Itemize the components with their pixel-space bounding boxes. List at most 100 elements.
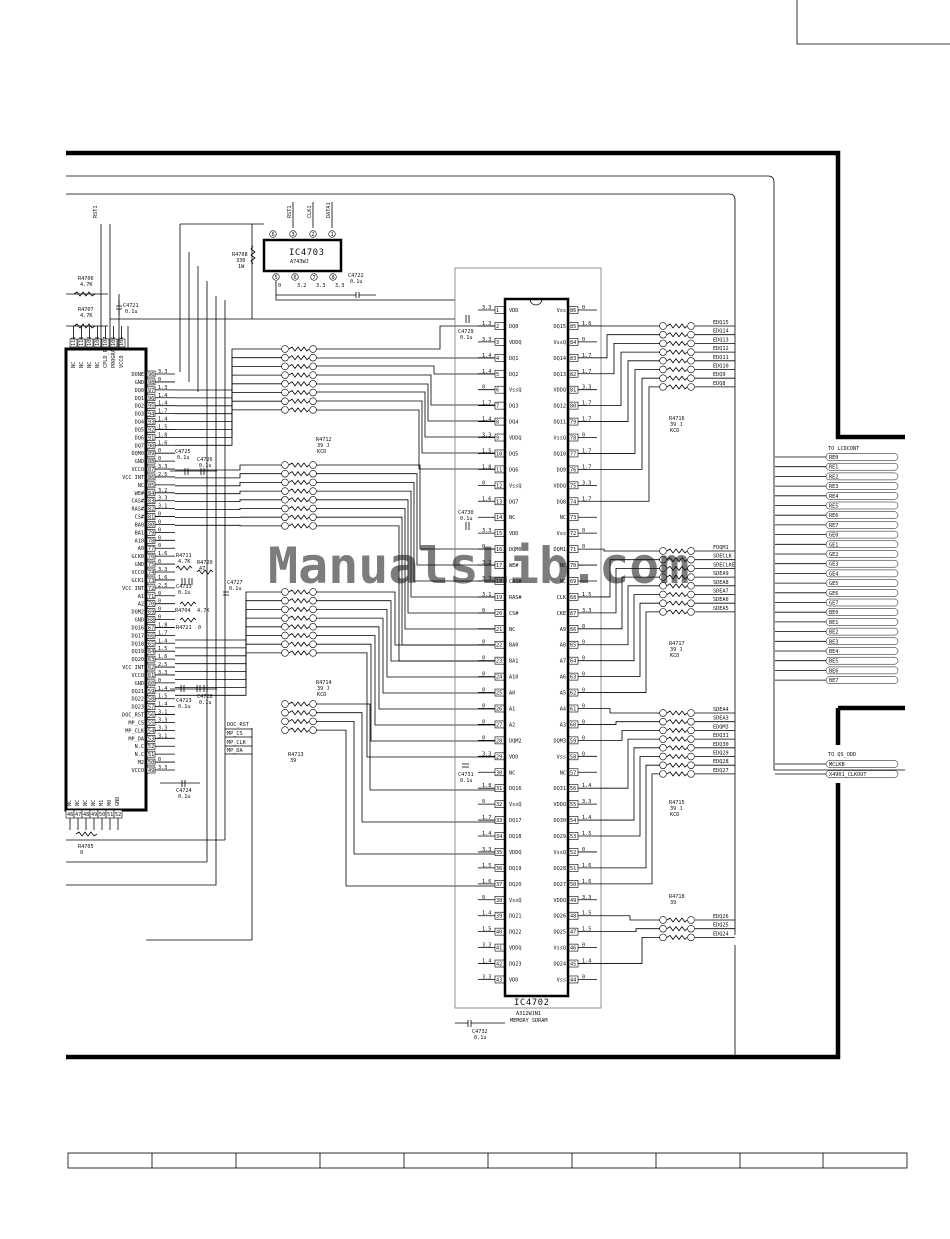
right-component-labels: R4716 39 J KCD R4717 39 J KCD R4715 39 J… xyxy=(669,416,685,906)
lcd-signal-pin xyxy=(825,530,899,539)
rpack-pin xyxy=(281,406,289,414)
sdram-right-pin-num: 73 xyxy=(570,515,576,521)
cpld-top-pin-num: 108 xyxy=(95,337,101,346)
rpack-pin xyxy=(687,726,695,735)
sdram-left-pin-num: 30 xyxy=(496,770,502,776)
sdram-left-pin-name: DQ2 xyxy=(509,372,518,378)
sdram-right-pin-name: DQ26 xyxy=(554,914,567,920)
cpld-pin-name: DQ20 xyxy=(132,657,145,663)
rpack-pin xyxy=(659,322,667,330)
lcd-signal-pin xyxy=(825,453,899,461)
sdram-left-pin-name: VDD xyxy=(509,308,518,314)
rpack-pin xyxy=(659,709,667,717)
sdram-left-pin-name: NC xyxy=(509,515,515,521)
sdram-right-pin-num: 53 xyxy=(570,834,576,840)
sdram-left-pin-voltage: 0 xyxy=(482,895,485,901)
lcd-signal-pin xyxy=(825,569,899,578)
cpld-pin-num: 69 xyxy=(148,610,154,616)
lcd-signal-pin xyxy=(825,647,899,655)
lcd-signal-label: RE5 xyxy=(829,504,838,510)
sdram-right-pin-num: 55 xyxy=(570,802,576,808)
r4716-type: KCD xyxy=(670,428,679,434)
rpack-pin xyxy=(309,700,317,708)
rpack-pin xyxy=(309,496,317,504)
sdram-right-pin-voltage: 0 xyxy=(582,943,585,949)
cpld-pin-name: DQ21 xyxy=(132,689,145,695)
rpack-pin xyxy=(281,487,289,495)
r4712-value: 39 J xyxy=(317,443,330,449)
sdram-left-pin-name: RAS# xyxy=(509,595,522,601)
cpld-bottom-pin-name: GND xyxy=(115,797,121,806)
rpack-pin xyxy=(281,461,289,469)
sdram-right-pin-num: 65 xyxy=(570,643,576,649)
sdram-right-pin-voltage: 1.5 xyxy=(582,831,591,837)
lcd-signal-pin xyxy=(825,637,899,646)
rpack-pin xyxy=(309,522,317,530)
sdram-right-pin-name: DQ31 xyxy=(554,786,567,792)
sdram-right-pin-name: DQ29 xyxy=(554,834,567,840)
ic4703-bottom-pin-num: 6 xyxy=(294,275,297,281)
sdram-left-pin-num: 9 xyxy=(496,436,499,442)
sdram-left-pin-voltage: 3.3 xyxy=(482,433,491,439)
rpack-pin xyxy=(309,388,317,397)
sdram-right-pin-num: 56 xyxy=(570,786,576,792)
lcd-signal-label: GE6 xyxy=(829,591,838,597)
sdram-right-pin-name: DQ25 xyxy=(554,930,567,936)
cpld-pin-name: MP_CLK xyxy=(125,728,145,734)
sdram-left-pin-voltage: 3.3 xyxy=(482,943,491,949)
ic4703-part: A743WJ xyxy=(290,259,309,265)
rpack-pin xyxy=(281,345,289,353)
r4707-value: 4.7K xyxy=(80,313,93,319)
cpld-pin-name: A1 xyxy=(138,594,144,600)
sdram-left-pin-num: 1 xyxy=(496,308,499,314)
cpld-pin-num: 97 xyxy=(148,388,154,394)
lcd-signal-pin xyxy=(825,472,899,481)
c4732-value: 0.1u xyxy=(474,1035,487,1041)
cpld-bottom-pin-num: 47 xyxy=(75,812,81,818)
lcd-signal-pin xyxy=(825,618,899,626)
cpld-pin-voltage: 2.5 xyxy=(158,583,167,589)
cpld-pin-voltage: 0 xyxy=(158,591,161,597)
sdram-left-pin-voltage: 1.4 xyxy=(482,831,491,837)
rpack-pin xyxy=(659,365,667,374)
lcd-signal-pin xyxy=(825,492,899,500)
rpack-pin xyxy=(687,770,695,778)
cpld-pin-num: 49 xyxy=(148,768,154,774)
cpld-pin-voltage: 1.7 xyxy=(158,409,167,415)
sdram-right-pin-voltage: 1.5 xyxy=(582,911,591,917)
sdram-right-pin-num: 47 xyxy=(570,930,576,936)
ic4703-top-pin xyxy=(289,230,297,238)
sdram-right-pin-voltage: 1.7 xyxy=(582,353,591,359)
cpld-pin-name: CS# xyxy=(135,515,145,521)
sdram-left-pin-voltage: 1.8 xyxy=(482,464,491,470)
sdram-left-pin-num: 41 xyxy=(496,946,502,952)
cpld-pin-num: 60 xyxy=(148,681,154,687)
cpld-pin-num: 98 xyxy=(148,380,154,386)
cpld-pin-name: MP_CS xyxy=(128,720,144,726)
cpld-pin-name: A10 xyxy=(135,538,144,544)
sdram-left-pin-voltage: 1.5 xyxy=(482,927,491,933)
c4729-value: 0.1u xyxy=(460,335,473,341)
sdram-right-pin-name: Vss xyxy=(557,308,566,314)
ic4703-top-pin-name: RST1 xyxy=(287,206,293,219)
cpld-pin-num: 52 xyxy=(148,744,154,750)
rpack-pin xyxy=(281,700,289,708)
rpack-pin xyxy=(659,752,667,761)
sdram-right-pin-voltage: 1.7 xyxy=(582,417,591,423)
sdram-right-pin-num: 80 xyxy=(570,404,576,410)
sdram-left-pin-voltage: 3.3 xyxy=(482,528,491,534)
rpack-pin xyxy=(281,478,289,487)
sdram-right-pin-voltage: 1.5 xyxy=(582,927,591,933)
cpld-pin-num: 93 xyxy=(148,420,154,426)
cpld-pin-voltage: 3.3 xyxy=(158,717,167,723)
sdram-left-pin-num: 23 xyxy=(496,659,502,665)
rpack-pin xyxy=(659,599,667,607)
cpld-bottom-pin-num: 51 xyxy=(107,812,113,818)
rpack-pin xyxy=(309,362,317,371)
r4721-label: R4721 xyxy=(176,625,192,631)
cpld-pin-num: 64 xyxy=(148,649,154,655)
ic4703-bottom-pin xyxy=(291,273,299,281)
cpld-pin-name: DQ1 xyxy=(135,396,144,402)
sdram-right-pin-num: 86 xyxy=(570,308,576,314)
